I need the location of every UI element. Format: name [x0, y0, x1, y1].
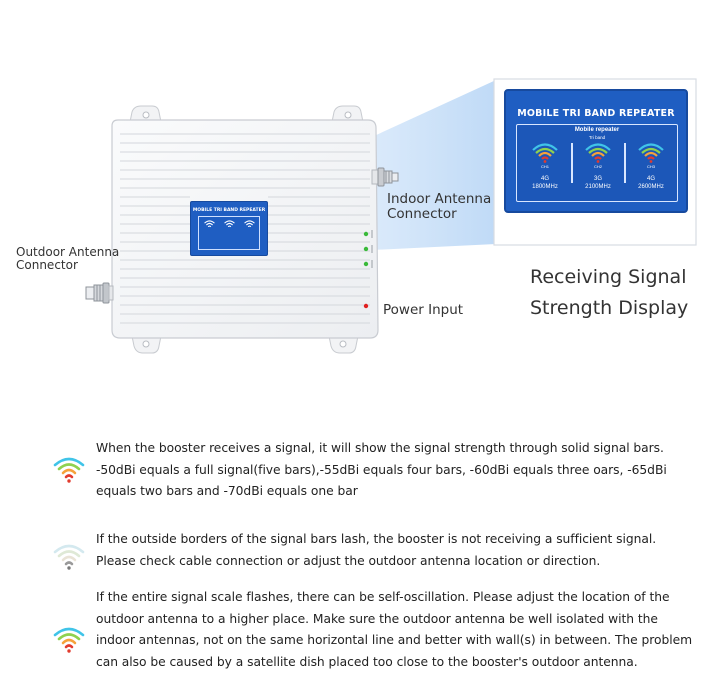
band-channel-3: CH3 4G 2600MHz — [625, 141, 677, 201]
status-leds — [363, 230, 373, 309]
led-channel-2 — [363, 246, 369, 252]
signal-full-icon — [53, 457, 85, 483]
outdoor-antenna-label: Outdoor Antenna Connector — [16, 245, 120, 273]
mini-signal-icon — [244, 220, 255, 228]
indoor-antenna-label: Indoor Antenna Connector — [387, 191, 492, 222]
unit-display-panel: MOBILE TRI BAND REPEATER — [190, 201, 268, 256]
led-channel-3 — [363, 261, 369, 267]
outdoor-antenna-connector-port — [85, 282, 114, 304]
zoom-display-title: MOBILE TRI BAND REPEATER — [517, 108, 675, 119]
band-divider — [624, 143, 626, 183]
display-subtitle: Mobile repeater — [574, 127, 620, 133]
led-power — [363, 303, 369, 309]
band-channel-2: CH2 3G 2100MHz — [572, 141, 624, 201]
mini-signal-icon — [224, 220, 235, 228]
band-divider — [571, 143, 573, 183]
unit-display-screen — [198, 216, 260, 250]
signal-bars-icon — [585, 143, 611, 163]
note-text: If the entire signal scale flashes, ther… — [96, 590, 693, 669]
signal-bars-icon — [638, 143, 664, 163]
led-channel-1 — [363, 231, 369, 237]
signal-bars-icon — [532, 143, 558, 163]
note-text: If the outside borders of the signal bar… — [96, 532, 657, 568]
zoom-display-caption: Receiving Signal Strength Display — [530, 266, 689, 319]
mini-signal-icon — [204, 220, 215, 228]
band-channel-1: CH1 4G 1800MHz — [519, 141, 571, 201]
unit-display-title: MOBILE TRI BAND REPEATER — [192, 208, 266, 213]
product-diagram: MOBILE TRI BAND REPEATER MOBILE TRI BAND… — [16, 78, 697, 354]
display-subtitle-band: Tri band — [588, 135, 606, 140]
zoom-display-panel: MOBILE TRI BAND REPEATER Mobile repeater… — [504, 89, 688, 213]
note-text: When the booster receives a signal, it w… — [96, 441, 667, 498]
signal-faint-icon — [53, 544, 85, 570]
zoom-display-screen: Mobile repeater Tri band CH1 4G 1800MHz — [516, 124, 678, 202]
signal-full-icon — [53, 627, 85, 653]
power-input-label: Power Input — [383, 302, 464, 318]
heat-sink-fins — [120, 133, 370, 324]
indoor-antenna-connector-port — [371, 167, 399, 187]
